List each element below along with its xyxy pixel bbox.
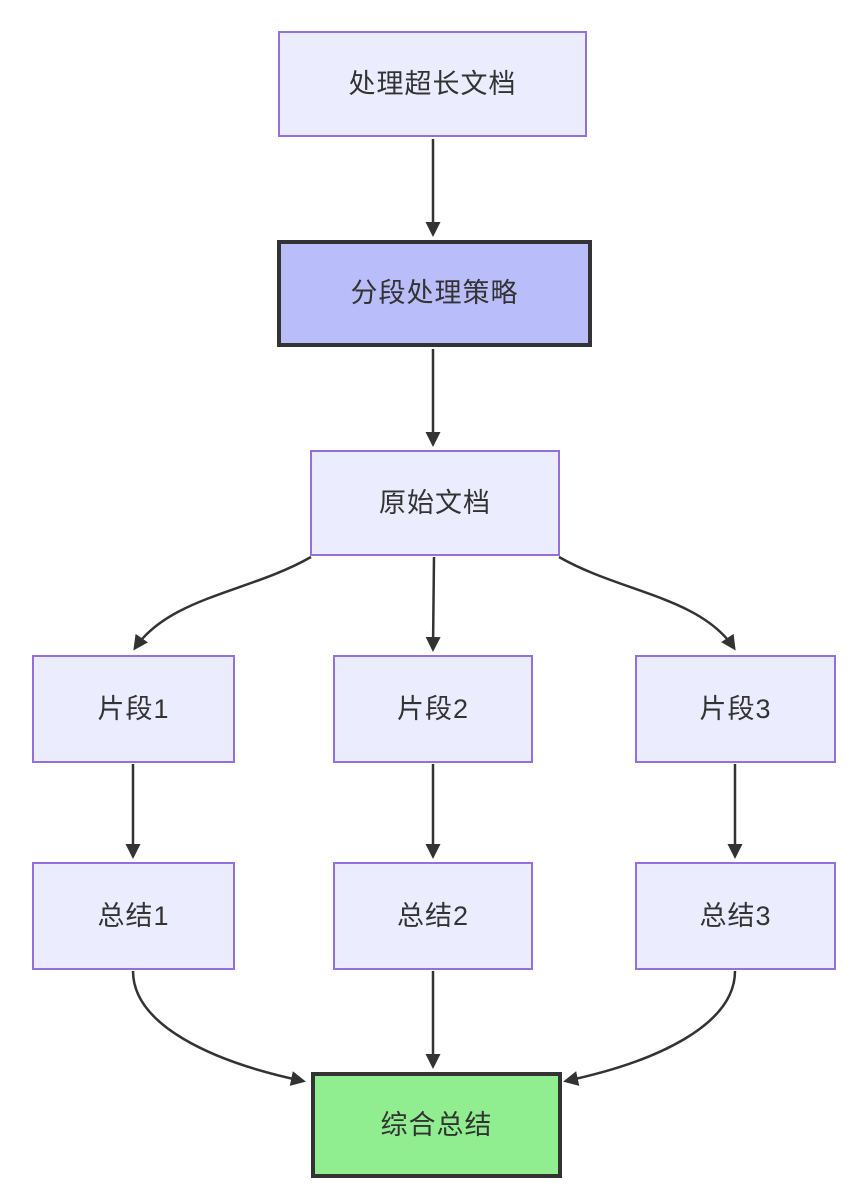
node-segmentation-strategy: 分段处理策略 <box>277 240 592 347</box>
edge-original-to-fragment-1 <box>133 555 312 651</box>
node-final-summary: 综合总结 <box>311 1072 562 1178</box>
edge-original-to-fragment-3 <box>558 555 736 651</box>
node-summary-2: 总结2 <box>333 862 533 970</box>
edge-summary-3-to-final <box>563 970 737 1086</box>
node-fragment-3: 片段3 <box>635 655 836 763</box>
node-label: 分段处理策略 <box>350 278 519 309</box>
node-label: 原始文档 <box>379 487 491 518</box>
edge-original-to-fragment-2 <box>425 556 441 652</box>
edge-summary-1-to-final <box>131 970 306 1086</box>
node-label: 片段1 <box>97 693 170 724</box>
node-label: 片段3 <box>699 693 772 724</box>
node-summary-3: 总结3 <box>635 862 836 970</box>
node-original-document: 原始文档 <box>310 450 560 556</box>
node-label: 总结3 <box>699 900 772 931</box>
node-process-long-document: 处理超长文档 <box>278 31 587 137</box>
node-fragment-1: 片段1 <box>32 655 235 763</box>
node-fragment-2: 片段2 <box>333 655 533 763</box>
node-label: 综合总结 <box>380 1109 493 1140</box>
node-label: 总结1 <box>97 900 170 931</box>
node-label: 处理超长文档 <box>348 68 517 99</box>
node-label: 总结2 <box>396 900 470 931</box>
node-summary-1: 总结1 <box>32 862 235 970</box>
node-label: 片段2 <box>396 693 470 724</box>
